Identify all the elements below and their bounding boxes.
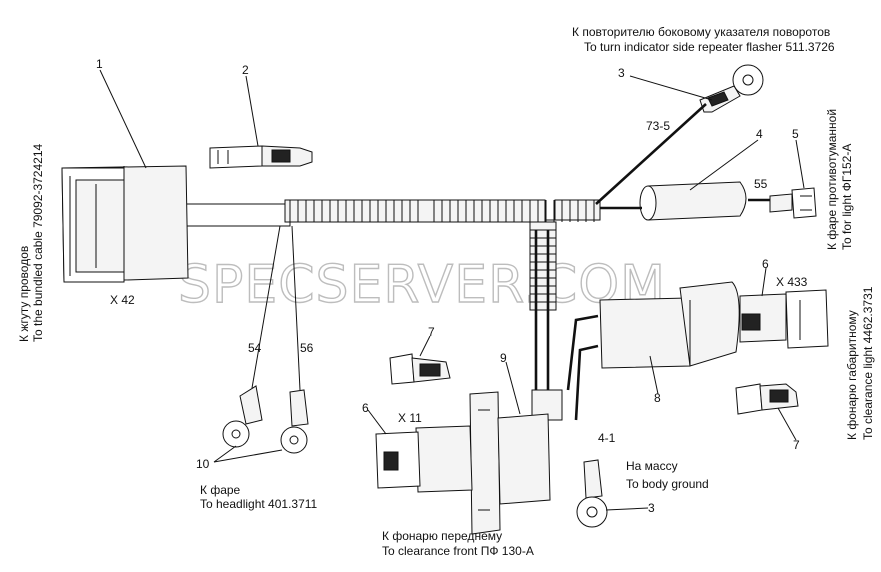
ring-terminal-ground (576, 459, 608, 528)
callout-9: 9 (500, 351, 507, 365)
caption-clearance-ru: К фонарю габаритному (845, 310, 859, 440)
wire-label-56: 56 (300, 341, 314, 355)
socket-part-9 (469, 230, 551, 535)
callout-7-right: 7 (793, 438, 800, 452)
caption-repeater-en: To turn indicator side repeater flasher … (584, 40, 835, 54)
wire-label-4-1: 4-1 (598, 431, 616, 445)
connector-label-x11: X 11 (398, 411, 422, 425)
connector-x433 (739, 289, 829, 349)
wire-label-54: 54 (248, 341, 262, 355)
connector-label-x42: X 42 (110, 293, 135, 307)
caption-foglight-en: To for light ФГ152-А (840, 144, 854, 250)
ring-terminals-part-10 (222, 225, 309, 454)
caption-headlight-ru: К фаре (200, 483, 241, 497)
connector-part-5 (769, 187, 817, 219)
callout-3-bottom: 3 (648, 501, 655, 515)
terminal-part-2 (209, 145, 313, 169)
connector-x11 (375, 425, 473, 493)
terminal-part-7-left (389, 353, 451, 385)
caption-clearance-en: To clearance light 4462.3731 (861, 286, 875, 440)
wire-73-5 (595, 103, 707, 205)
callout-10: 10 (196, 457, 210, 471)
wire-label-73-5: 73-5 (646, 119, 670, 133)
caption-repeater-ru: К повторителю боковому указателя поворот… (572, 25, 830, 39)
caption-ground-en: To body ground (626, 477, 709, 491)
caption-headlight-en: To headlight 401.3711 (200, 497, 318, 511)
callout-2: 2 (242, 63, 249, 77)
leader-lines (99, 69, 805, 511)
callout-6-right: 6 (762, 257, 769, 271)
connector-x42 (61, 165, 189, 283)
callout-6-left: 6 (362, 401, 369, 415)
caption-bundle-en: To the bundled cable 79092-3724214 (31, 144, 45, 342)
housing-part-8 (566, 281, 740, 421)
connector-label-x433: X 433 (776, 275, 808, 289)
cylinder-part-4 (600, 181, 770, 221)
wire-label-55: 55 (754, 177, 768, 191)
terminal-part-7-right (735, 383, 799, 415)
callout-4: 4 (756, 127, 763, 141)
caption-ground-ru: На массу (626, 459, 678, 473)
watermark: SPECSERVER.COM (178, 255, 666, 315)
caption-foglight-ru: К фаре противотуманной (825, 109, 839, 250)
callout-7-left: 7 (428, 325, 435, 339)
caption-front-ru: К фонарю переднему (382, 529, 502, 543)
callout-5: 5 (792, 127, 799, 141)
caption-front-en: To clearance front ПФ 130-А (382, 544, 534, 558)
callout-1: 1 (96, 57, 103, 71)
callout-8: 8 (654, 391, 661, 405)
caption-bundle-ru: К жгуту проводов (17, 246, 31, 342)
callout-3-top: 3 (618, 66, 625, 80)
ring-terminal-top (699, 64, 764, 113)
